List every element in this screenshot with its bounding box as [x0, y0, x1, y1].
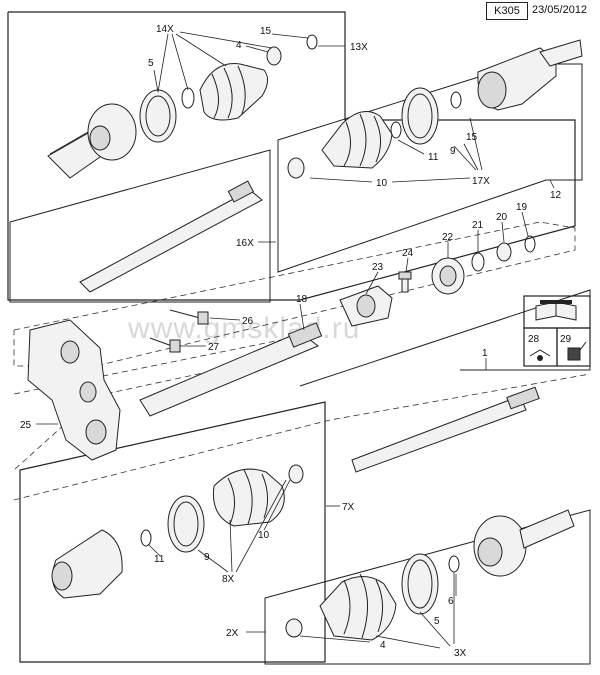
callout-11-bottom: 11 — [154, 554, 165, 565]
callout-12: 12 — [550, 190, 562, 201]
oil-can-icon — [567, 341, 587, 361]
callout-14x: 14X — [156, 24, 174, 35]
boot-top-right — [321, 111, 393, 169]
diagram-code: K305 — [486, 2, 528, 20]
drive-shaft-1 — [351, 386, 540, 473]
callout-10-top: 10 — [376, 178, 388, 189]
callout-24: 24 — [402, 248, 414, 259]
watermark: www.gmsklad.ru — [127, 312, 360, 345]
boot-top-left — [199, 63, 268, 121]
circlip-top — [181, 87, 195, 109]
leader-lines — [36, 31, 555, 649]
snap-ring-19 — [524, 235, 536, 253]
callout-4-bottom: 4 — [380, 640, 386, 651]
callout-7x: 7X — [342, 502, 355, 513]
washer-20 — [496, 242, 512, 262]
callout-11-top: 11 — [428, 152, 439, 163]
callout-15-top: 15 — [260, 26, 272, 37]
circlip-11-bottom — [140, 529, 152, 547]
callout-19: 19 — [516, 202, 528, 213]
callout-10-bottom: 10 — [258, 530, 270, 541]
inner-cv-housing-bottom — [51, 529, 123, 599]
callout-25: 25 — [20, 420, 32, 431]
clamp-small-10-bottom — [288, 464, 304, 484]
clamp-ring-9-bottom — [167, 495, 205, 553]
callout-21: 21 — [472, 220, 484, 231]
callout-16x: 16X — [236, 238, 254, 249]
grease-icon — [529, 349, 551, 361]
clamp-small-4-bottom — [285, 618, 303, 638]
intermediate-shaft-18 — [139, 322, 323, 417]
inner-cv-housing-top — [477, 39, 583, 111]
clamp-small-4-top — [266, 46, 282, 66]
circlip-15-top — [306, 34, 318, 50]
callout-28: 28 — [528, 334, 540, 345]
callout-5-top: 5 — [148, 58, 154, 69]
bearing-bracket-23 — [339, 285, 393, 327]
callout-9-top: 9 — [450, 146, 456, 157]
callout-4-top: 4 — [236, 40, 242, 51]
callout-2x: 2X — [226, 628, 239, 639]
bolt-24 — [398, 271, 412, 293]
clamp-ring-5-top — [139, 89, 177, 143]
guide-upper — [13, 221, 576, 367]
clamp-ring-5-bottom — [401, 553, 439, 615]
clamp-small-top-right — [287, 157, 305, 179]
callout-18: 18 — [296, 294, 308, 305]
callout-29: 29 — [560, 334, 572, 345]
callout-6: 6 — [448, 596, 454, 607]
callout-9-bottom: 9 — [204, 552, 210, 563]
drive-shaft-top — [79, 180, 263, 293]
callout-13x: 13X — [350, 42, 368, 53]
callout-1: 1 — [482, 348, 488, 359]
callout-15-right: 15 — [466, 132, 478, 143]
bearing-22 — [431, 257, 465, 295]
book-tool-icon — [535, 300, 577, 321]
outer-cv-joint-bottom — [473, 509, 575, 577]
callout-3x: 3X — [454, 648, 467, 659]
bolt-26 — [169, 309, 209, 325]
callout-8x: 8X — [222, 574, 235, 585]
circlip-11-top — [390, 121, 402, 139]
circlip-6-bottom — [448, 555, 460, 573]
frame-16x — [9, 149, 271, 303]
callout-5-bottom: 5 — [434, 616, 440, 627]
callout-26: 26 — [242, 316, 254, 327]
frame-7x — [19, 401, 326, 663]
callout-22: 22 — [442, 232, 454, 243]
boot-bottom-right — [319, 573, 397, 641]
boot-bottom-left — [212, 468, 285, 527]
callout-27: 27 — [208, 342, 220, 353]
icon-panel — [523, 295, 591, 367]
outer-cv-joint-top — [47, 103, 137, 179]
clamp-ring-top-right — [401, 87, 439, 145]
callout-17x: 17X — [472, 176, 490, 187]
guide-lower — [13, 373, 591, 501]
frame-13x — [7, 11, 576, 301]
circlip-15-top-right — [450, 91, 462, 109]
callout-23: 23 — [372, 262, 384, 273]
diagram-date: 23/05/2012 — [532, 4, 588, 16]
callout-20: 20 — [496, 212, 508, 223]
bracket-25 — [27, 319, 121, 461]
snap-ring-21 — [471, 252, 485, 272]
